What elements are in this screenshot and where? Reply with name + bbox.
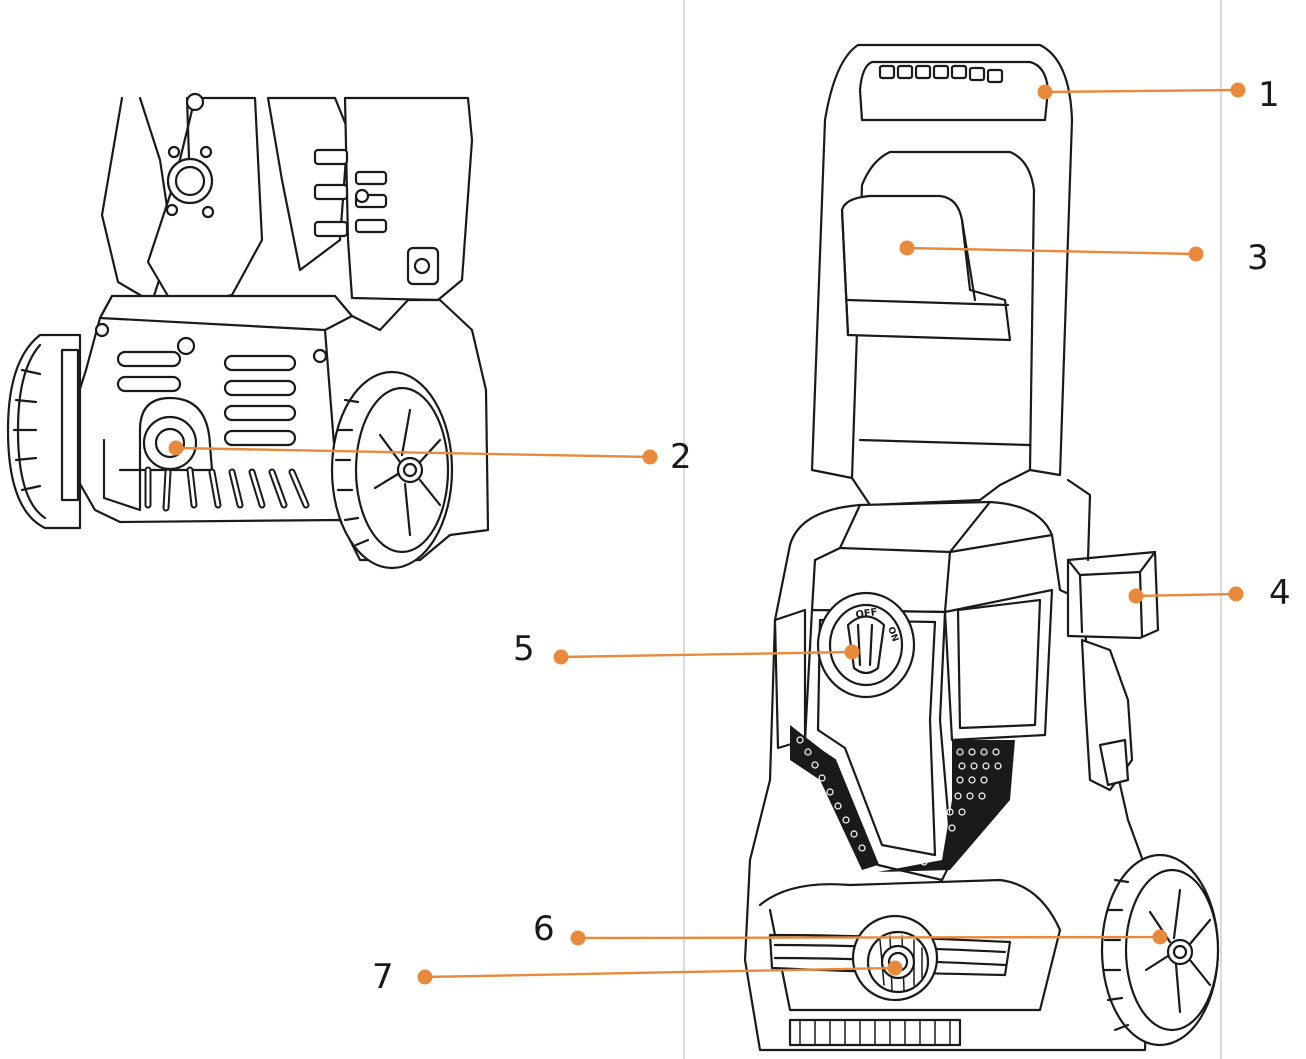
- honeycomb-right: [878, 740, 1015, 872]
- callout-leader-2: [168, 440, 658, 465]
- callout-leader-5: [553, 644, 860, 665]
- top-handle: [810, 43, 1074, 480]
- callout-leaders: [168, 82, 1246, 985]
- rear-side-frame: [343, 96, 474, 302]
- callout-leader-3: [899, 240, 1204, 262]
- callout-number-1: 1: [1258, 75, 1280, 115]
- rear-right-wheel: [330, 370, 454, 570]
- callout-number-7: 7: [372, 957, 394, 997]
- dial-off-label: OFF: [855, 607, 878, 621]
- dial-on-label: ON: [885, 626, 900, 644]
- front-wheel: [1100, 853, 1220, 1047]
- callout-leader-1: [1037, 82, 1246, 100]
- callout-number-6: 6: [533, 909, 555, 949]
- callout-number-4: 4: [1269, 573, 1291, 613]
- rear-view-illustration: [6, 92, 490, 570]
- callout-number-5: 5: [513, 629, 535, 669]
- rear-left-wheel: [6, 333, 82, 530]
- callout-leader-7: [417, 960, 903, 985]
- callout-number-2: 2: [670, 437, 692, 477]
- gun-holder: [840, 194, 1012, 342]
- callout-leader-6: [570, 929, 1168, 946]
- honeycomb-left: [790, 725, 878, 870]
- power-switch: [816, 591, 916, 699]
- callout-number-3: 3: [1247, 238, 1269, 278]
- front-view-illustration: OFF ON: [743, 43, 1220, 1052]
- callout-leader-4: [1128, 586, 1244, 604]
